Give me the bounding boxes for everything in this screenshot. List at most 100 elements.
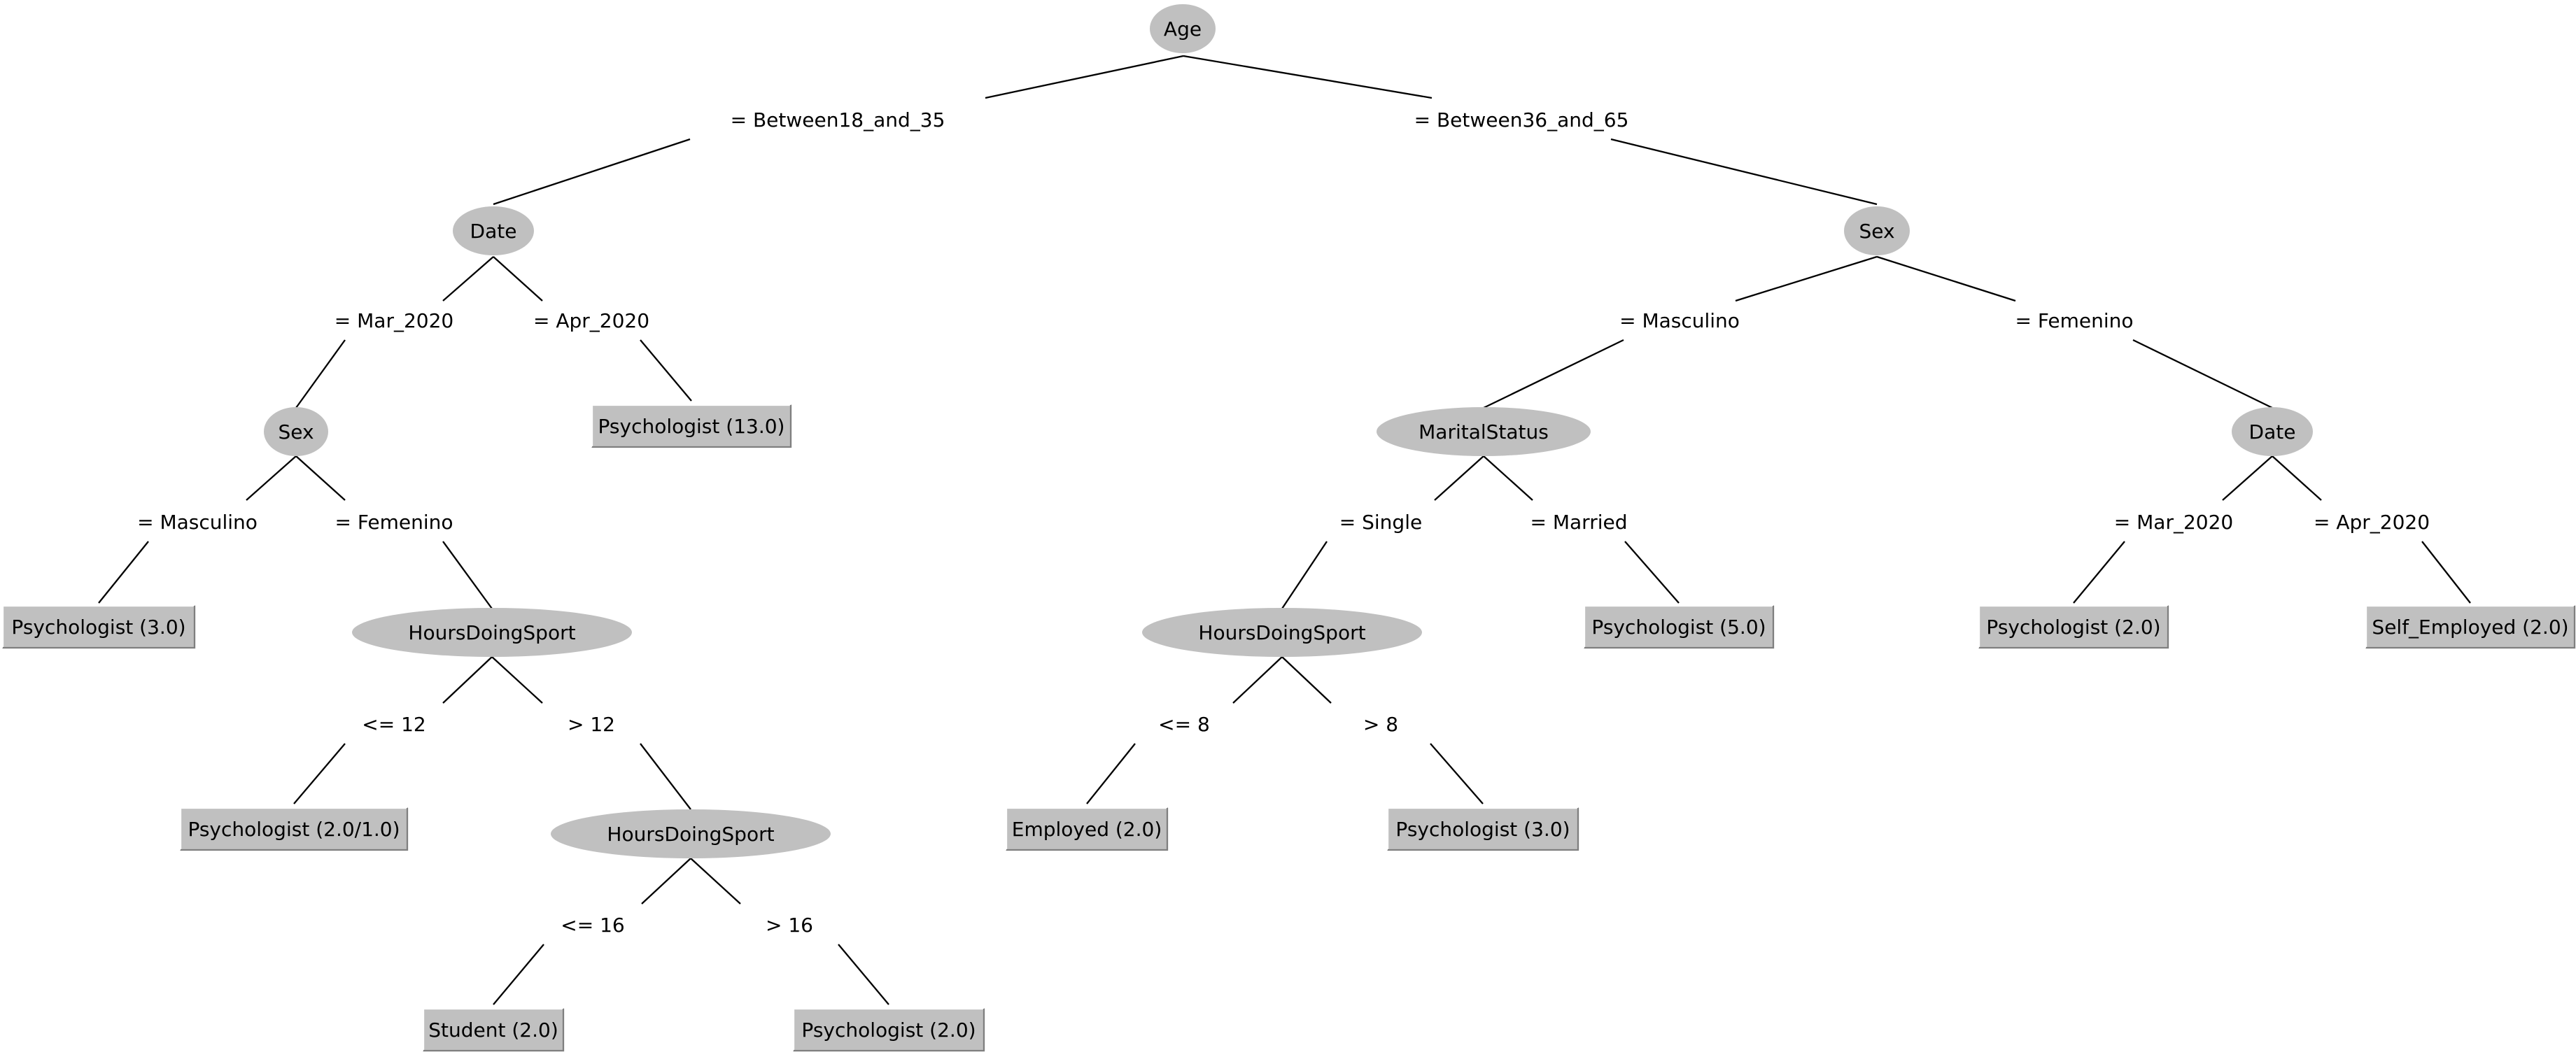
leaf-psychologist-2-young-shape [793,1008,985,1051]
leaf-psychologist-3-older-bevel-dark [1388,808,1579,851]
node-age-shape [1150,4,1216,53]
node-hours-doing-sport-young-shape [352,608,632,657]
edge-between36-65-line-upper [1183,55,1433,99]
node-hours-doing-sport-older-label: HoursDoingSport [1198,621,1365,644]
node-marital-status: MaritalStatus [1377,407,1591,456]
edge-le-16 [493,858,691,1005]
edge-gt-12-line-upper [491,656,543,704]
edge-mar2020-young [295,256,494,409]
leaf-psychologist-13: Psychologist (13.0) [591,404,792,448]
leaf-psychologist-13-shape [591,404,791,448]
leaf-psychologist-2-young-bevel-dark [794,1009,985,1052]
edge-mar2020-older [2073,455,2273,604]
edge-apr2020-young-line-lower [640,339,692,402]
edge-femenino-older [1876,255,2273,409]
edge-femenino-young [295,455,493,609]
edge-single [1281,455,1484,609]
leaf-student-2-label: Student (2.0) [428,1019,558,1042]
leaf-self-employed-2-bevel-dark [2366,606,2576,649]
node-date-older-shape [2232,407,2313,456]
edge-single-label: = Single [1339,511,1422,534]
edge-masculino-older-line-upper [1735,255,1878,302]
edge-le-8 [1086,656,1283,804]
leaf-employed-2-label: Employed (2.0) [1012,818,1162,841]
edge-femenino-older-label: = Femenino [2015,309,2133,332]
edge-gt-12 [491,656,691,810]
leaf-self-employed-2-shape [2365,605,2575,648]
leaf-psychologist-5-label: Psychologist (5.0) [1591,616,1766,639]
nodes-layer: AgeDateSexHoursDoingSportHoursDoingSport… [1,4,2576,1052]
edge-gt-16-label: > 16 [766,914,813,937]
edge-gt-8-line-upper [1281,656,1332,704]
edge-le-16-line-lower [493,944,544,1005]
node-sex-older-label: Sex [1859,220,1894,243]
edge-labels-layer: = Between18_and_35= Between36_and_65= Ma… [137,108,2430,937]
edge-married-label: = Married [1530,511,1628,534]
edge-between36-65 [1183,55,1878,206]
leaf-self-employed-2-label: Self_Employed (2.0) [2372,616,2568,639]
edge-le-8-label: <= 8 [1158,713,1210,736]
node-sex-older: Sex [1844,206,1910,255]
edge-le-12 [293,656,493,804]
edges-layer [98,55,2471,1005]
node-date-young-shape [453,206,534,255]
leaf-psychologist-2-young: Psychologist (2.0) [792,1007,985,1052]
node-sex-older-shape [1844,206,1910,255]
leaf-psychologist-2-older-label: Psychologist (2.0) [1986,616,2160,639]
node-hours-doing-sport-young-2-shape [551,809,831,858]
leaf-psychologist-3-older: Psychologist (3.0) [1386,807,1579,851]
leaf-psychologist-13-label: Psychologist (13.0) [598,415,785,438]
node-hours-doing-sport-young-2: HoursDoingSport [551,809,831,858]
leaf-psychologist-13-bevel-light [591,404,791,447]
edge-married-line-lower [1624,541,1680,604]
leaf-psychologist-3-young-bevel-dark [3,606,196,649]
node-sex-young-shape [264,407,328,456]
edge-gt-12-line-lower [640,743,691,810]
edge-le-16-line-upper [641,858,691,905]
edge-le-8-line-lower [1086,743,1136,804]
leaf-psychologist-2-older: Psychologist (2.0) [1978,604,2169,649]
edge-apr2020-young [493,256,692,402]
node-marital-status-shape [1377,407,1591,456]
edge-le-8-line-upper [1232,656,1283,704]
edge-masculino-young [98,455,297,604]
edge-apr2020-young-label: = Apr_2020 [533,309,649,332]
node-hours-doing-sport-young-label: HoursDoingSport [408,621,575,644]
leaf-psychologist-3-young-shape [2,605,195,648]
leaf-employed-2-bevel-light [1005,807,1167,850]
node-hours-doing-sport-young: HoursDoingSport [352,608,632,657]
node-date-older: Date [2232,407,2313,456]
edge-single-line-upper [1434,455,1484,501]
edge-apr2020-older-line-lower [2421,541,2471,604]
leaf-psychologist-3-older-bevel-light [1386,807,1578,850]
leaf-psychologist-2-young-label: Psychologist (2.0) [801,1019,976,1042]
edge-masculino-older-label: = Masculino [1619,309,1740,332]
edge-le-12-line-lower [293,743,346,804]
edge-gt-16-line-lower [838,944,889,1005]
leaf-psychologist-2-1-bevel-light [179,807,407,850]
edge-femenino-young-line-lower [442,541,493,609]
edge-apr2020-older [2272,455,2471,604]
leaf-psychologist-3-older-label: Psychologist (3.0) [1395,818,1570,841]
edge-masculino-older-line-lower [1483,339,1624,409]
leaf-psychologist-2-older-bevel-light [1978,604,2168,648]
node-sex-young: Sex [264,407,328,456]
leaf-student-2-bevel-dark [423,1009,565,1052]
edge-gt-8-label: > 8 [1363,713,1398,736]
edge-femenino-young-label: = Femenino [335,511,453,534]
edge-gt-12-label: > 12 [568,713,615,736]
leaf-psychologist-2-older-bevel-dark [1979,606,2169,649]
edge-masculino-older [1483,255,1878,409]
leaf-employed-2-shape [1006,807,1168,851]
leaf-psychologist-5-bevel-light [1583,604,1773,648]
node-hours-doing-sport-young-2-label: HoursDoingSport [607,823,774,846]
edge-femenino-older-line-lower [2132,339,2273,409]
edge-gt-16-line-upper [690,858,741,905]
leaf-psychologist-3-young: Psychologist (3.0) [1,604,196,649]
leaf-psychologist-2-older-shape [1978,605,2169,648]
leaf-employed-2: Employed (2.0) [1005,807,1169,851]
leaf-psychologist-2-1-bevel-dark [181,808,409,851]
leaf-student-2-shape [423,1008,564,1051]
edge-le-16-label: <= 16 [561,914,624,937]
edge-mar2020-older-line-lower [2073,541,2125,604]
